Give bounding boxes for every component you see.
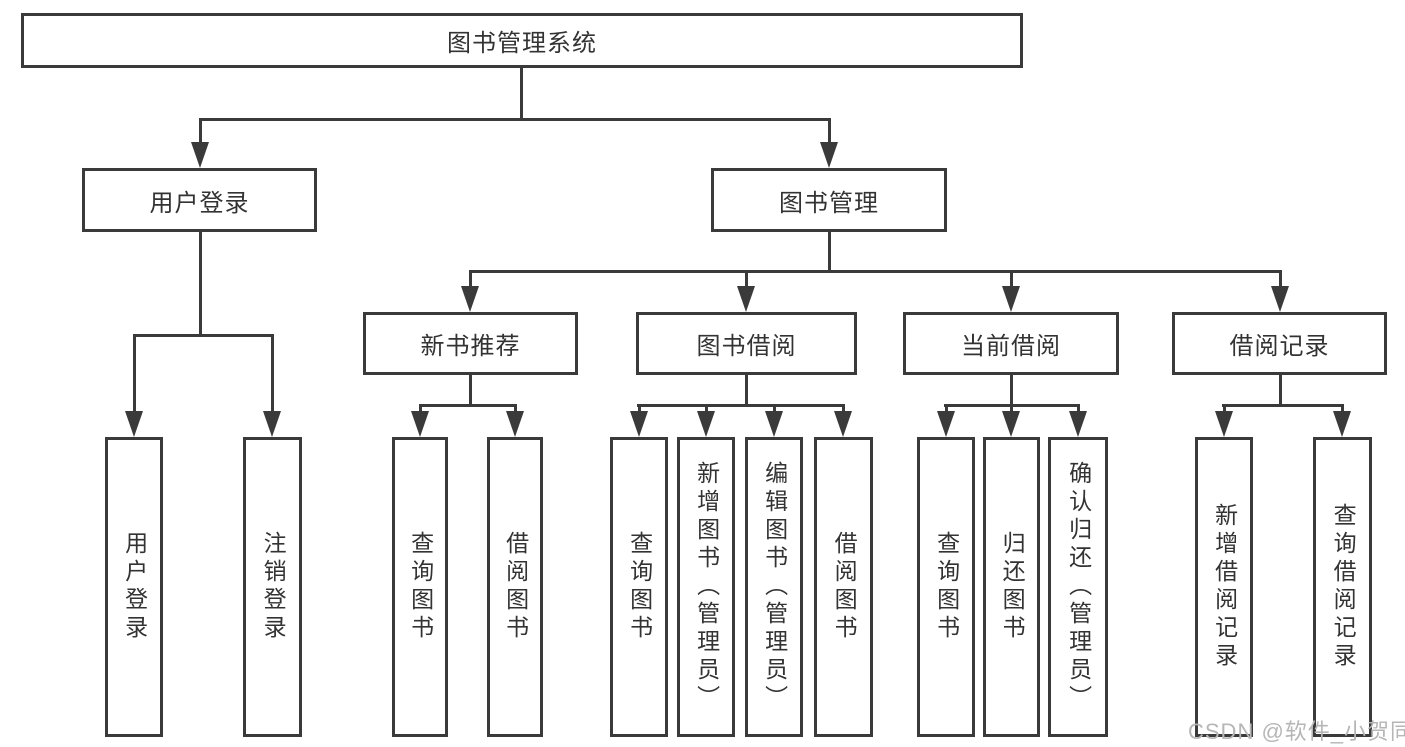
- connector-line: [1222, 404, 1344, 407]
- leaf-records-query-record: 查询借阅记录: [1313, 437, 1372, 737]
- connector-line: [828, 232, 831, 272]
- leaf-borrow-borrow-books: 借阅图书: [814, 437, 873, 737]
- connector-line: [638, 404, 641, 413]
- connector-line: [1077, 404, 1080, 413]
- node-borrowing-records: 借阅记录: [1172, 312, 1387, 375]
- node-book-management: 图书管理: [711, 168, 947, 232]
- arrow-down-icon: [820, 142, 838, 168]
- connector-line: [745, 375, 748, 407]
- connector-line: [637, 404, 845, 407]
- connector-line: [419, 404, 517, 407]
- leaf-records-add-record: 新增借阅记录: [1195, 437, 1253, 737]
- arrow-down-icon: [263, 411, 281, 437]
- leaf-borrow-query-books: 查询图书: [610, 437, 668, 737]
- csdn-watermark: CSDN @软件_小贺同学: [1188, 719, 1405, 744]
- leaf-recommend-query-books: 查询图书: [392, 437, 448, 737]
- arrow-down-icon: [125, 411, 143, 437]
- connector-line: [469, 270, 472, 288]
- node-user-login: 用户登录: [82, 168, 317, 232]
- node-new-book-recommend: 新书推荐: [363, 312, 578, 375]
- arrow-down-icon: [834, 411, 852, 437]
- connector-line: [520, 68, 523, 119]
- leaf-logout: 注销登录: [243, 437, 302, 737]
- connector-line: [745, 270, 748, 288]
- arrow-down-icon: [1002, 286, 1020, 312]
- arrow-down-icon: [737, 286, 755, 312]
- connector-line: [945, 404, 948, 413]
- connector-line: [1010, 270, 1013, 288]
- arrow-down-icon: [697, 411, 715, 437]
- connector-line: [419, 404, 422, 413]
- connector-line: [133, 334, 136, 413]
- arrow-down-icon: [191, 142, 209, 168]
- connector-line: [1279, 270, 1282, 288]
- arrow-down-icon: [411, 411, 429, 437]
- arrow-down-icon: [937, 411, 955, 437]
- leaf-current-return-books: 归还图书: [983, 437, 1040, 737]
- connector-line: [1010, 404, 1013, 413]
- arrow-down-icon: [1069, 411, 1087, 437]
- connector-line: [842, 404, 845, 413]
- leaf-borrow-add-books-admin: 新增图书（管理员）: [677, 437, 735, 737]
- node-current-borrowing: 当前借阅: [903, 312, 1119, 375]
- arrow-down-icon: [1333, 411, 1351, 437]
- arrow-down-icon: [506, 411, 524, 437]
- connector-line: [199, 232, 202, 336]
- arrow-down-icon: [765, 411, 783, 437]
- arrow-down-icon: [1002, 411, 1020, 437]
- arrow-down-icon: [461, 286, 479, 312]
- node-library-management-system: 图书管理系统: [21, 13, 1023, 68]
- connector-line: [199, 118, 202, 144]
- leaf-borrow-edit-books-admin: 编辑图书（管理员）: [745, 437, 803, 737]
- connector-line: [133, 334, 274, 337]
- connector-line: [773, 404, 776, 413]
- arrow-down-icon: [630, 411, 648, 437]
- connector-line: [828, 118, 831, 144]
- connector-line: [1341, 404, 1344, 413]
- connector-line: [1223, 404, 1226, 413]
- connector-line: [514, 404, 517, 413]
- leaf-current-query-books: 查询图书: [917, 437, 975, 737]
- arrow-down-icon: [1271, 286, 1289, 312]
- leaf-user-login: 用户登录: [105, 437, 163, 737]
- connector-line: [271, 334, 274, 413]
- node-book-borrowing: 图书借阅: [636, 312, 857, 375]
- arrow-down-icon: [1215, 411, 1233, 437]
- leaf-current-confirm-return-admin: 确认归还（管理员）: [1048, 437, 1108, 737]
- leaf-recommend-borrow-books: 借阅图书: [487, 437, 543, 737]
- connector-line: [1010, 375, 1013, 407]
- connector-line: [199, 118, 831, 121]
- connector-line: [1279, 375, 1282, 407]
- connector-line: [469, 270, 1282, 273]
- connector-line: [469, 375, 472, 407]
- connector-line: [705, 404, 708, 413]
